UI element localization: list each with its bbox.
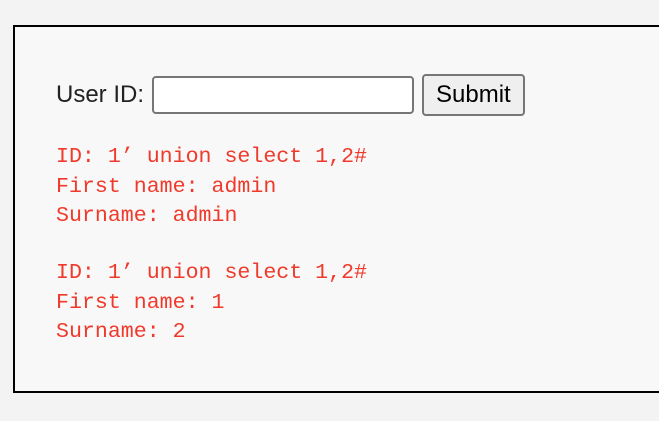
result-block: ID: 1’ union select 1,2# First name: admi… [56,143,367,232]
result-block: ID: 1’ union select 1,2# First name: 1 Sur… [56,259,367,348]
result-id: ID: 1’ union select 1,2# [56,261,368,285]
result-first-name: First name: admin [56,174,277,199]
result-surname: Surname: 2 [56,320,186,344]
user-id-form: User ID: Submit [56,74,525,116]
user-id-label: User ID: [56,81,145,108]
result-id: ID: 1’ union select 1,2# [56,145,368,169]
submit-button[interactable]: Submit [422,74,525,116]
result-first-name: First name: 1 [56,290,225,315]
result-surname: Surname: admin [56,204,238,228]
vulnerable-panel: User ID: Submit ID: 1’ union select 1,2#… [13,25,659,393]
user-id-input[interactable] [152,76,415,114]
